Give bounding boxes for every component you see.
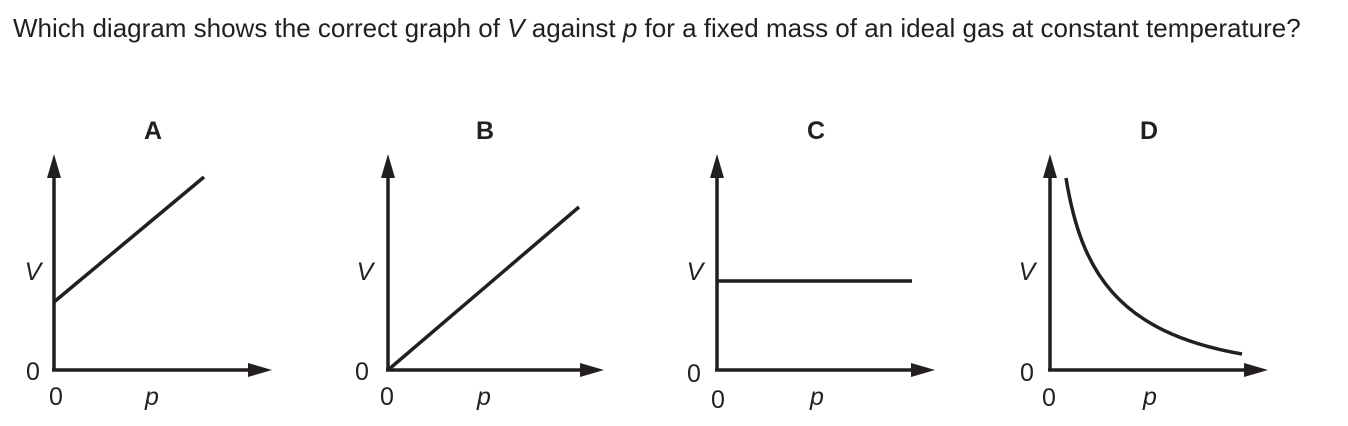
- y-axis-arrow-icon: [1043, 154, 1057, 178]
- x-axis-arrow-icon: [911, 363, 935, 377]
- question-var-p: p: [622, 13, 638, 43]
- x-origin-label: 0: [49, 383, 63, 411]
- graph-line: [386, 205, 581, 372]
- x-axis-label: p: [476, 383, 491, 411]
- option-a-graph[interactable]: A V p 0 0: [0, 110, 300, 426]
- x-axis-label: p: [1142, 383, 1157, 411]
- y-axis-label: V: [357, 258, 376, 286]
- y-origin-label: 0: [1020, 359, 1034, 387]
- question-part-2: against: [524, 13, 623, 43]
- y-origin-label: 0: [355, 358, 369, 386]
- question-var-v: V: [507, 13, 525, 43]
- option-d-graph[interactable]: D V p 0 0: [996, 110, 1296, 426]
- option-letter: B: [476, 117, 494, 145]
- x-axis-label: p: [144, 383, 159, 411]
- x-axis-arrow-icon: [580, 363, 604, 377]
- option-letter: A: [144, 117, 162, 145]
- y-axis-label: V: [1019, 258, 1038, 286]
- x-axis-label: p: [809, 383, 824, 411]
- question-text: Which diagram shows the correct graph of…: [13, 10, 1335, 47]
- x-origin-label: 0: [1042, 384, 1056, 412]
- x-origin-label: 0: [711, 386, 725, 414]
- x-origin-label: 0: [380, 383, 394, 411]
- x-axis-arrow-icon: [248, 363, 272, 377]
- y-axis-arrow-icon: [47, 154, 61, 178]
- option-letter: C: [807, 117, 825, 145]
- y-origin-label: 0: [687, 360, 701, 388]
- option-letter: D: [1140, 117, 1158, 145]
- y-axis-label: V: [687, 258, 706, 286]
- option-c-graph[interactable]: C V p 0 0: [663, 110, 963, 426]
- question-part-1: Which diagram shows the correct graph of: [13, 13, 508, 43]
- y-origin-label: 0: [26, 358, 40, 386]
- x-axis-arrow-icon: [1244, 363, 1268, 377]
- graph-curve: [1064, 177, 1243, 356]
- y-axis-arrow-icon: [710, 154, 724, 178]
- y-axis-arrow-icon: [381, 154, 395, 178]
- question-part-3: for a fixed mass of an ideal gas at cons…: [637, 13, 1301, 43]
- option-b-graph[interactable]: B V p 0 0: [332, 110, 632, 426]
- y-axis-label: V: [25, 258, 44, 286]
- graph-line: [52, 175, 206, 304]
